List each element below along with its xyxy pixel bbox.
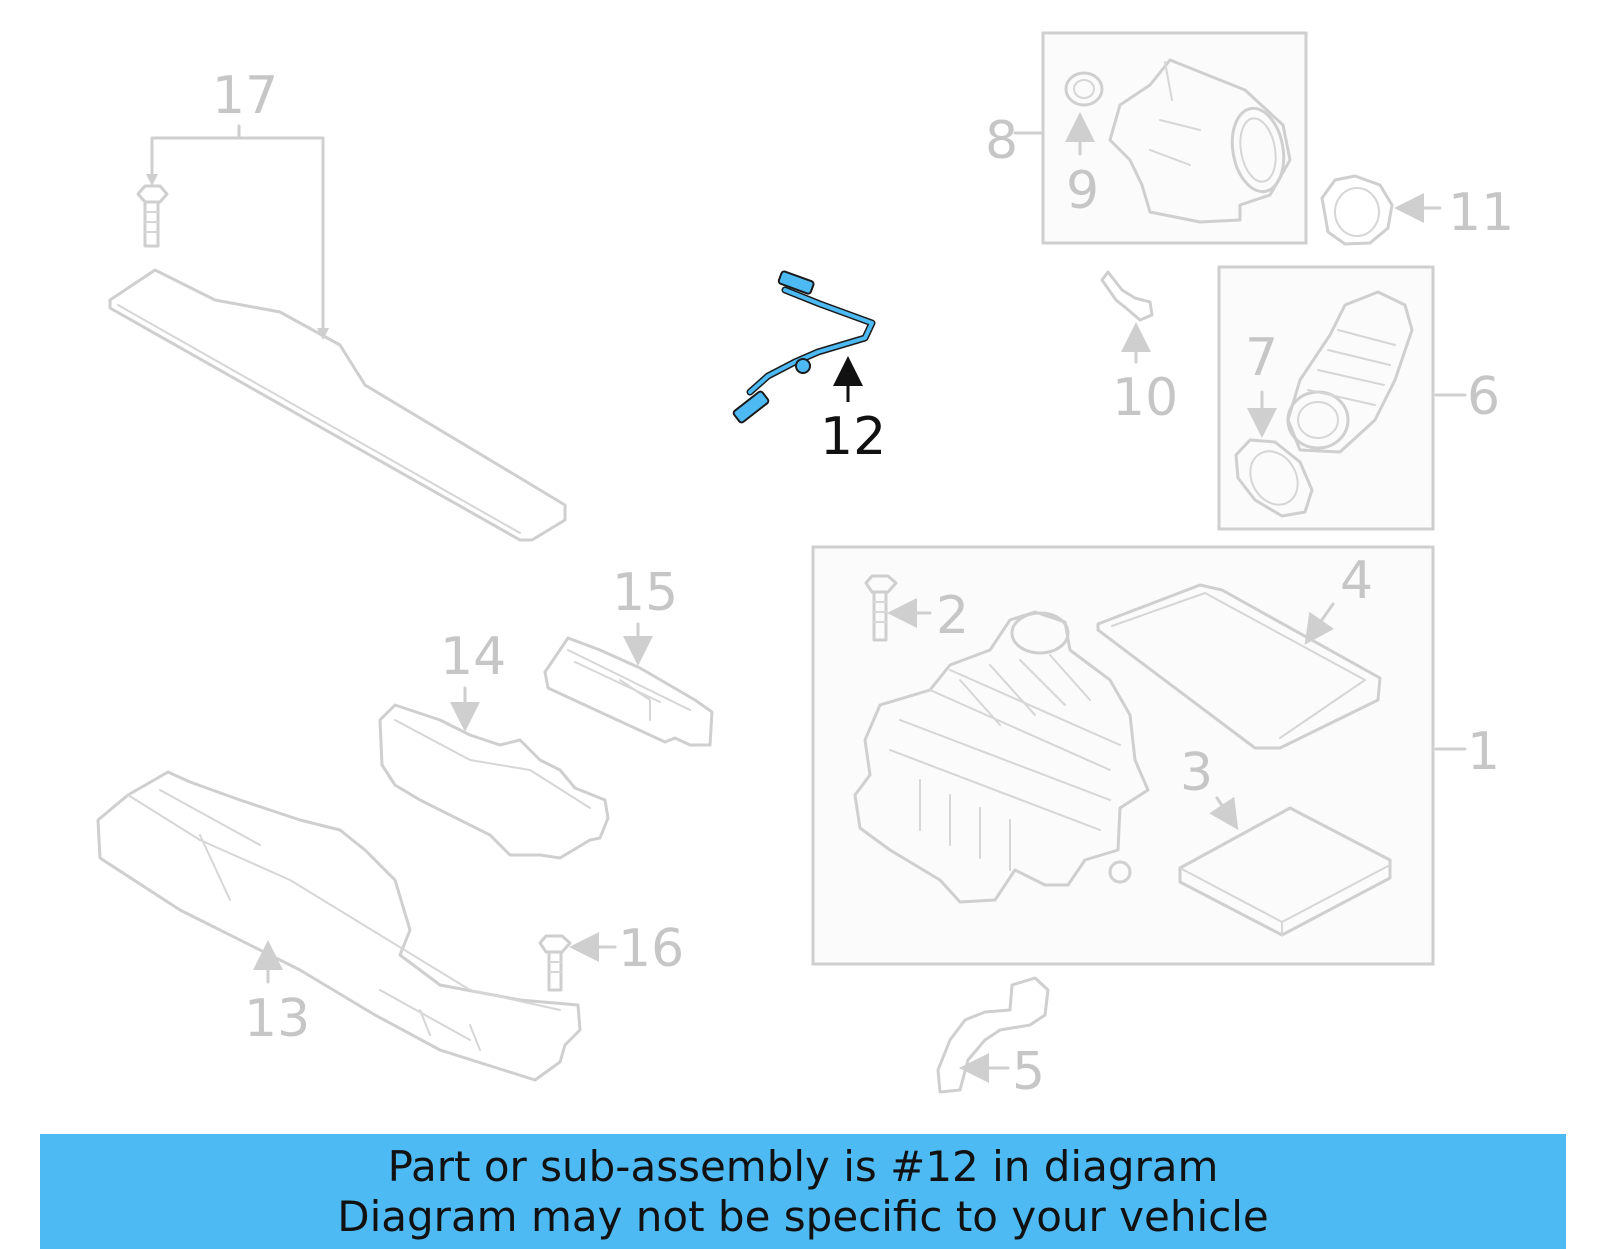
- part-11-clamp[interactable]: [1320, 174, 1394, 246]
- part-4-gasket[interactable]: [1096, 583, 1382, 750]
- callout-4: 4: [1340, 551, 1373, 611]
- part-2-bolt[interactable]: [864, 574, 898, 642]
- callout-11: 11: [1448, 183, 1514, 243]
- part-7-clamp[interactable]: [1234, 438, 1314, 518]
- callout-17-leader: [146, 124, 329, 340]
- part-16-bolt[interactable]: [538, 934, 572, 992]
- part-14-duct[interactable]: [378, 703, 610, 860]
- part-17-cover[interactable]: [108, 268, 567, 542]
- callout-12: 12: [820, 407, 886, 467]
- callout-13: 13: [244, 989, 310, 1049]
- callout-2: 2: [936, 586, 969, 646]
- callout-4-arrow: [1304, 602, 1335, 645]
- part-8-throttle-body[interactable]: [1108, 58, 1292, 224]
- callout-15: 15: [612, 563, 678, 623]
- callout-3-arrow: [1209, 796, 1239, 830]
- callout-17: 17: [212, 66, 278, 126]
- part-6-hose[interactable]: [1286, 290, 1414, 454]
- info-banner: Part or sub-assembly is #12 in diagram D…: [40, 1134, 1566, 1249]
- callout-8: 8: [985, 111, 1018, 171]
- part-13-lower-duct[interactable]: [96, 770, 582, 1082]
- part-15-grille[interactable]: [543, 636, 714, 747]
- callout-14: 14: [440, 627, 506, 687]
- part-17-bolt[interactable]: [136, 184, 169, 248]
- part-6-box: [1217, 265, 1435, 531]
- callout-6: 6: [1467, 367, 1500, 427]
- part-12-sensor[interactable]: [732, 270, 876, 424]
- callout-16: 16: [618, 919, 684, 979]
- part-9-gasket[interactable]: [1064, 71, 1104, 107]
- callout-7: 7: [1245, 328, 1278, 388]
- part-10-clip[interactable]: [1100, 270, 1154, 322]
- callout-1: 1: [1467, 722, 1500, 782]
- banner-line-2: Diagram may not be specific to your vehi…: [337, 1191, 1269, 1241]
- part-3-filter[interactable]: [1178, 806, 1392, 937]
- callout-10: 10: [1112, 368, 1178, 428]
- callout-5: 5: [1012, 1042, 1045, 1102]
- part-1-air-cleaner[interactable]: [853, 610, 1150, 904]
- callout-3: 3: [1180, 743, 1213, 803]
- callout-9: 9: [1066, 161, 1099, 221]
- banner-line-1: Part or sub-assembly is #12 in diagram: [387, 1141, 1219, 1191]
